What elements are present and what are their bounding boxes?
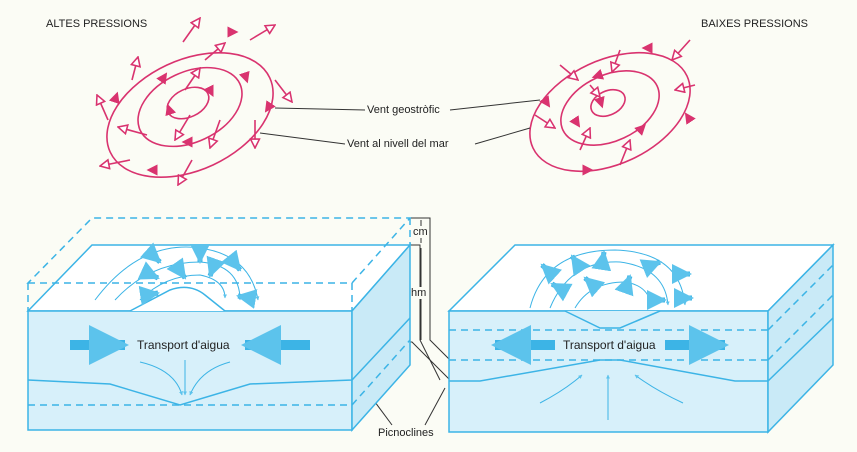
right-ocean-block [447,243,835,434]
cm-label: cm [413,226,428,238]
sea-level-wind-label: Vent al nivell del mar [347,138,449,150]
transport-label-right: Transport d'aigua [563,338,656,352]
hm-label: hm [411,287,427,299]
high-pressure-system [87,18,293,202]
low-pressure-title: BAIXES PRESSIONS [701,18,808,30]
left-ocean-block [26,217,412,432]
pycnoclines-label: Picnoclines [378,427,434,439]
high-pressure-title: ALTES PRESSIONS [46,18,148,30]
low-pressure-system [529,39,696,176]
geostrophic-wind-label: Vent geostròfic [367,104,440,116]
transport-label-left: Transport d'aigua [137,338,230,352]
